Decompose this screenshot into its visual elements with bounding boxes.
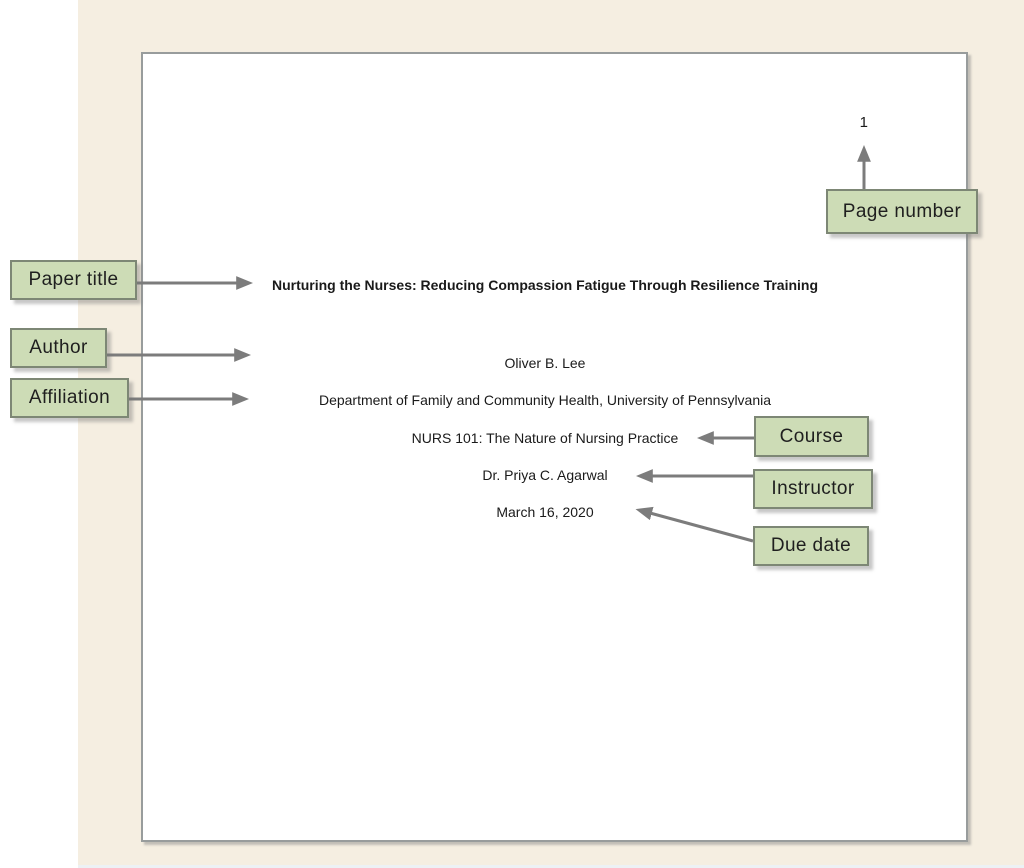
label-page-number-text: Page number (842, 200, 962, 222)
label-page-number: Page number (826, 189, 978, 234)
label-paper-title-text: Paper title (28, 269, 119, 290)
bottom-edge-strip (78, 865, 1024, 868)
author-text: Oliver B. Lee (504, 355, 586, 371)
label-affiliation-text: Affiliation (28, 387, 111, 408)
paper-title-text: Nurturing the Nurses: Reducing Compassio… (271, 277, 819, 293)
label-author: Author (10, 328, 107, 368)
affiliation-text: Department of Family and Community Healt… (318, 392, 772, 408)
label-course: Course (754, 416, 869, 457)
label-affiliation: Affiliation (10, 378, 129, 418)
label-course-text: Course (779, 425, 844, 447)
label-due-date: Due date (753, 526, 869, 566)
page-number: 1 (859, 114, 868, 131)
label-paper-title: Paper title (10, 260, 137, 300)
due-date-text: March 16, 2020 (496, 504, 594, 520)
course-text: NURS 101: The Nature of Nursing Practice (411, 430, 679, 446)
label-author-text: Author (29, 337, 88, 358)
label-instructor: Instructor (753, 469, 873, 509)
instructor-text: Dr. Priya C. Agarwal (482, 467, 608, 483)
label-instructor-text: Instructor (771, 478, 855, 499)
label-due-date-text: Due date (770, 535, 852, 556)
